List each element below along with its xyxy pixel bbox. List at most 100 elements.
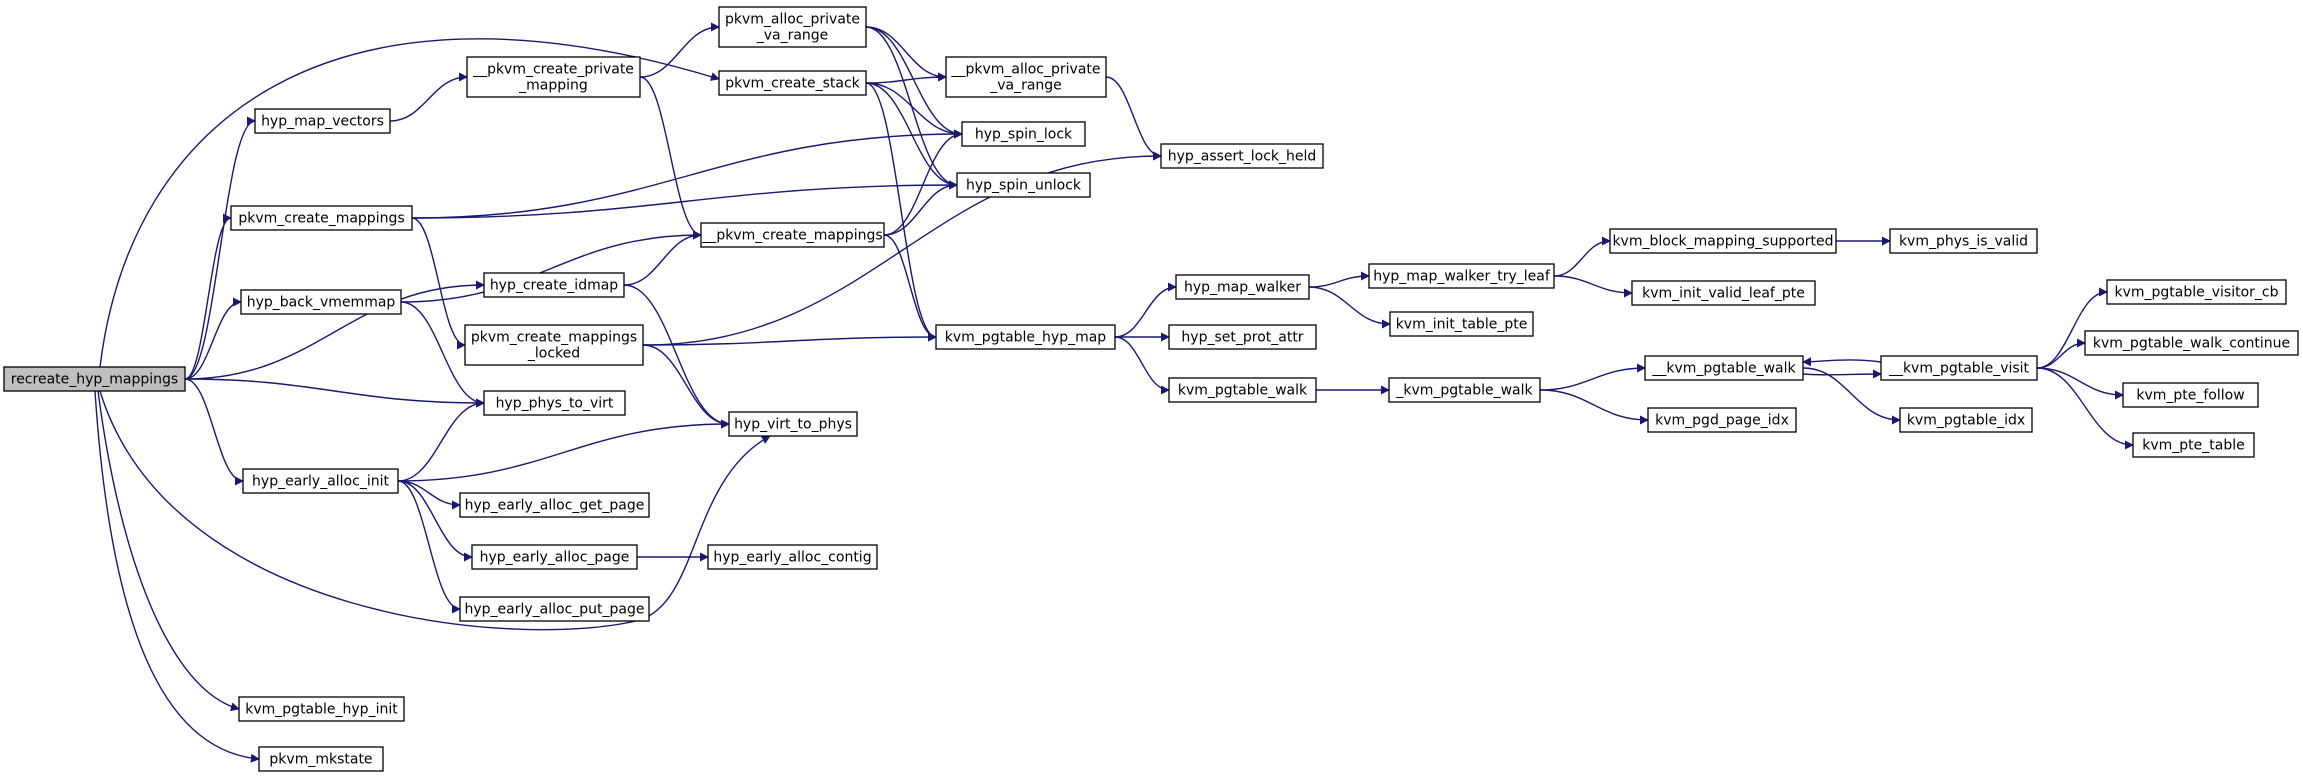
- node-label: _kvm_pgtable_walk: [1395, 383, 1533, 399]
- node-hyp-virt-to-phys[interactable]: hyp_virt_to_phys: [728, 411, 858, 437]
- node-kvm-block-mapping-supported[interactable]: kvm_block_mapping_supported: [1609, 228, 1837, 254]
- edge---pkvm-create-private-mapping-to-pkvm-alloc-private-va-range-a: [639, 22, 720, 78]
- edge-kvm-pgtable-hyp-map-to-hyp-map-walker: [1114, 282, 1177, 338]
- node-label: hyp_early_alloc_page: [480, 550, 630, 566]
- node-hyp-assert-lock-held[interactable]: hyp_assert_lock_held: [1160, 143, 1324, 169]
- node-box: [483, 390, 626, 416]
- edge---kvm-pgtable-visit-to-kvm-pte-follow: [2036, 367, 2124, 400]
- node-box: [945, 56, 1107, 98]
- edge-recreate-hyp-mappings-to-hyp-early-alloc-init: [184, 378, 244, 486]
- node-pkvm-mkstate[interactable]: pkvm_mkstate: [258, 746, 384, 772]
- node-box: [230, 205, 413, 231]
- edge-hyp-map-walker-try-leaf-to-kvm-init-valid-leaf-pte: [1553, 275, 1633, 298]
- node-label: hyp_back_vmemmap: [247, 295, 396, 311]
- node-hyp-early-alloc-put-page[interactable]: hyp_early_alloc_put_page: [459, 596, 650, 622]
- node--kvm-pgtable-walk[interactable]: _kvm_pgtable_walk: [1388, 377, 1541, 403]
- node---pkvm-alloc-private-va-range[interactable]: __pkvm_alloc_private_va_range: [945, 56, 1107, 98]
- node-kvm-pgd-page-idx[interactable]: kvm_pgd_page_idx: [1647, 407, 1797, 433]
- node-hyp-back-vmemmap[interactable]: hyp_back_vmemmap: [240, 289, 402, 315]
- edge-recreate-hyp-mappings-to-pkvm-create-mappings: [184, 213, 232, 380]
- node-label: hyp_early_alloc_get_page: [465, 498, 645, 514]
- node-kvm-phys-is-valid[interactable]: kvm_phys_is_valid: [1889, 228, 2038, 254]
- edge-pkvm-alloc-private-va-range-a-to-hyp-spin-lock: [865, 26, 963, 139]
- edge-pkvm-create-stack-to-kvm-pgtable-hyp-map: [865, 82, 937, 342]
- node-pkvm-create-mappings-locked[interactable]: pkvm_create_mappings_locked: [464, 324, 644, 366]
- node---pkvm-create-mappings[interactable]: __pkvm_create_mappings: [700, 222, 885, 248]
- edge---pkvm-create-private-mapping-to---pkvm-create-mappings: [639, 76, 702, 240]
- edge-pkvm-create-mappings-locked-to-kvm-pgtable-hyp-map: [642, 332, 937, 346]
- node-box: [3, 366, 186, 392]
- node-hyp-spin-unlock[interactable]: hyp_spin_unlock: [956, 172, 1091, 198]
- node-label: hyp_create_idmap: [490, 278, 618, 294]
- node-hyp-map-vectors[interactable]: hyp_map_vectors: [254, 108, 391, 134]
- node-box: [459, 492, 650, 518]
- node-box: [459, 596, 650, 622]
- node-kvm-pte-table[interactable]: kvm_pte_table: [2132, 432, 2255, 458]
- node---pkvm-create-private-mapping[interactable]: __pkvm_create_private_mapping: [466, 56, 641, 98]
- edge-recreate-hyp-mappings-to-pkvm-create-stack: [99, 38, 720, 368]
- node-recreate-hyp-mappings[interactable]: recreate_hyp_mappings: [3, 366, 186, 392]
- node-kvm-pgtable-idx[interactable]: kvm_pgtable_idx: [1899, 407, 2033, 433]
- node-box: [2132, 432, 2255, 458]
- node-box: [935, 324, 1116, 350]
- node-label: __pkvm_create_private: [472, 62, 634, 78]
- node-box: [1647, 407, 1797, 433]
- node-kvm-init-valid-leaf-pte[interactable]: kvm_init_valid_leaf_pte: [1631, 280, 1816, 306]
- node-kvm-pgtable-visitor-cb[interactable]: kvm_pgtable_visitor_cb: [2106, 279, 2287, 305]
- edge-pkvm-create-mappings-to-hyp-spin-unlock: [411, 180, 958, 219]
- node---kvm-pgtable-walk[interactable]: __kvm_pgtable_walk: [1644, 355, 1804, 381]
- edge-recreate-hyp-mappings-to-kvm-pgtable-hyp-init: [97, 390, 240, 712]
- node-box: [718, 70, 867, 96]
- edge---kvm-pgtable-walk-to-kvm-pgtable-idx: [1802, 367, 1901, 425]
- edge-hyp-back-vmemmap-to---pkvm-create-mappings: [400, 230, 702, 303]
- node-label: pkvm_mkstate: [269, 752, 372, 768]
- node-hyp-create-idmap[interactable]: hyp_create_idmap: [483, 272, 625, 298]
- node-box: [1168, 377, 1317, 403]
- node-box: [258, 746, 384, 772]
- node-hyp-spin-lock[interactable]: hyp_spin_lock: [961, 121, 1086, 147]
- node-kvm-pgtable-hyp-init[interactable]: kvm_pgtable_hyp_init: [238, 696, 405, 722]
- node-label: __pkvm_create_mappings: [701, 228, 882, 244]
- node-pkvm-alloc-private-va-range-a[interactable]: pkvm_alloc_private_va_range: [718, 6, 867, 48]
- node-pkvm-create-mappings[interactable]: pkvm_create_mappings: [230, 205, 413, 231]
- node-label: kvm_pgtable_walk: [1178, 383, 1308, 399]
- edge---kvm-pgtable-walk-to---kvm-pgtable-visit: [1802, 369, 1882, 379]
- node-label: kvm_init_valid_leaf_pte: [1642, 286, 1805, 302]
- node-kvm-pte-follow[interactable]: kvm_pte_follow: [2122, 382, 2259, 408]
- edge--kvm-pgtable-walk-to---kvm-pgtable-walk: [1539, 363, 1646, 391]
- edge-hyp-create-idmap-to---pkvm-create-mappings: [623, 230, 702, 286]
- node-hyp-early-alloc-contig[interactable]: hyp_early_alloc_contig: [707, 544, 878, 570]
- node-hyp-set-prot-attr[interactable]: hyp_set_prot_attr: [1168, 324, 1317, 350]
- node-hyp-map-walker[interactable]: hyp_map_walker: [1175, 274, 1310, 300]
- node-kvm-pgtable-hyp-map[interactable]: kvm_pgtable_hyp_map: [935, 324, 1116, 350]
- node-label: pkvm_create_mappings: [471, 330, 637, 346]
- edge-hyp-early-alloc-init-to-hyp-early-alloc-page: [397, 480, 473, 562]
- edge-pkvm-create-stack-to-hyp-spin-lock: [865, 82, 963, 139]
- node-box: [961, 121, 1086, 147]
- node-label: kvm_pgtable_idx: [1907, 413, 2025, 429]
- edge-recreate-hyp-mappings-to-hyp-back-vmemmap: [184, 297, 242, 380]
- node-hyp-phys-to-virt[interactable]: hyp_phys_to_virt: [483, 390, 626, 416]
- node-kvm-pgtable-walk[interactable]: kvm_pgtable_walk: [1168, 377, 1317, 403]
- edge-hyp-early-alloc-init-to-hyp-phys-to-virt: [397, 398, 485, 482]
- node-kvm-pgtable-walk-continue[interactable]: kvm_pgtable_walk_continue: [2084, 330, 2299, 356]
- node-label: kvm_pgtable_hyp_map: [945, 330, 1107, 346]
- node-box: [1609, 228, 1837, 254]
- node-label: _locked: [527, 346, 580, 362]
- node-hyp-map-walker-try-leaf[interactable]: hyp_map_walker_try_leaf: [1368, 263, 1555, 289]
- node-pkvm-create-stack[interactable]: pkvm_create_stack: [718, 70, 867, 96]
- node-label: _mapping: [518, 78, 588, 94]
- node-box: [2106, 279, 2287, 305]
- node-label: __kvm_pgtable_visit: [1888, 361, 2030, 377]
- node-hyp-early-alloc-page[interactable]: hyp_early_alloc_page: [471, 544, 638, 570]
- edge---pkvm-alloc-private-va-range-to-hyp-assert-lock-held: [1105, 76, 1162, 161]
- node-hyp-early-alloc-get-page[interactable]: hyp_early_alloc_get_page: [459, 492, 650, 518]
- node-hyp-early-alloc-init[interactable]: hyp_early_alloc_init: [242, 468, 399, 494]
- node-label: hyp_early_alloc_contig: [713, 550, 871, 566]
- node-kvm-init-table-pte[interactable]: kvm_init_table_pte: [1389, 311, 1534, 337]
- edge-recreate-hyp-mappings-to-hyp-map-vectors: [184, 116, 256, 380]
- node-box: [466, 56, 641, 98]
- node---kvm-pgtable-visit[interactable]: __kvm_pgtable_visit: [1880, 355, 2038, 381]
- node-label: _va_range: [989, 78, 1062, 94]
